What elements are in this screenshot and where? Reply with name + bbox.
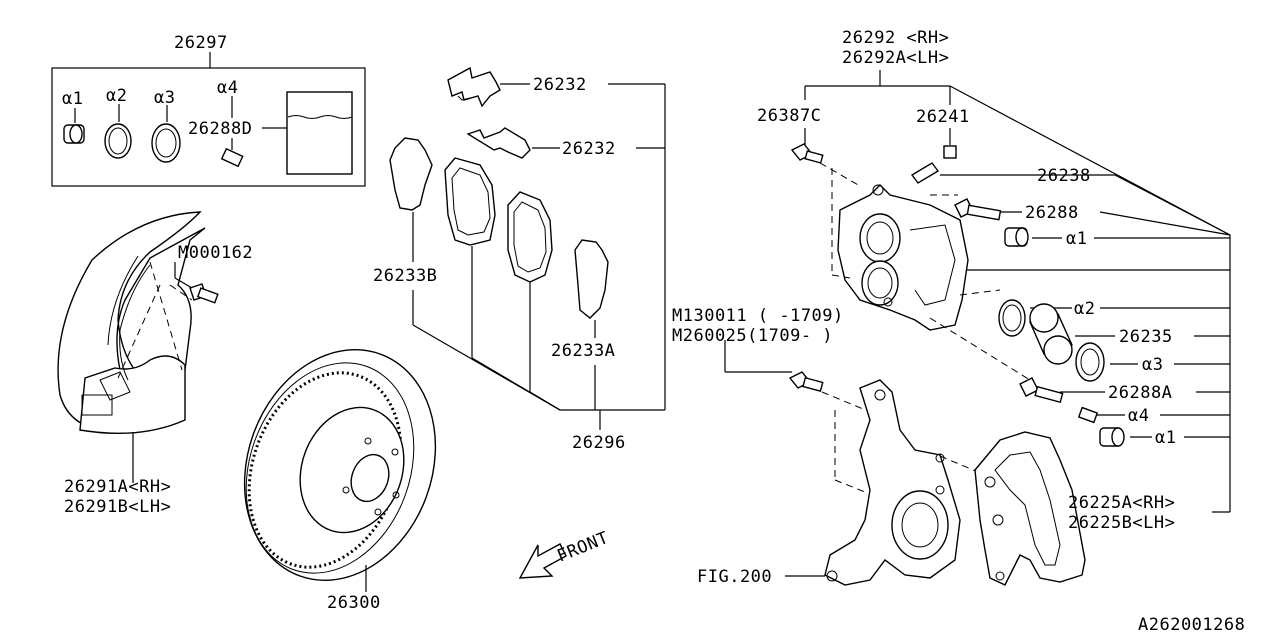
- label-26225a: 26225A<RH>: [1068, 493, 1175, 513]
- label-26291b: 26291B<LH>: [64, 497, 171, 517]
- label-26225b: 26225B<LH>: [1068, 513, 1175, 533]
- label-a2-kit: α2: [106, 86, 127, 106]
- front-arrow: [518, 543, 567, 579]
- caliper-support: [974, 431, 1086, 586]
- piston: [1029, 303, 1073, 365]
- pad-clips: [447, 66, 666, 410]
- label-m260025: M260025(1709- ): [672, 326, 833, 346]
- label-26238: 26238: [1037, 166, 1091, 186]
- support-bolt: [724, 340, 886, 419]
- label-26387c: 26387C: [757, 106, 821, 126]
- pin-kit-part: [220, 147, 244, 168]
- label-a2-r: α2: [1074, 299, 1095, 319]
- label-front: FRONT: [554, 528, 611, 567]
- label-fig200: FIG.200: [697, 567, 772, 587]
- label-26288: 26288: [1025, 203, 1079, 223]
- brake-pad-outer: [444, 157, 496, 358]
- label-26241: 26241: [916, 107, 970, 127]
- shield-bolt: [174, 262, 219, 304]
- label-26232-mid: 26232: [562, 139, 616, 159]
- label-26233b: 26233B: [373, 266, 437, 286]
- piston-seal: [998, 299, 1026, 337]
- pad-shim-outer: [389, 137, 433, 325]
- label-26300: 26300: [327, 593, 381, 613]
- piston-boot: [1075, 342, 1105, 382]
- label-26288d: 26288D: [188, 119, 252, 139]
- label-a3-r: α3: [1142, 355, 1163, 375]
- label-26233a: 26233A: [551, 341, 615, 361]
- label-a1-r1: α1: [1066, 229, 1087, 249]
- label-a4-r: α4: [1128, 406, 1149, 426]
- label-26297: 26297: [174, 33, 228, 53]
- label-a4-kit: α4: [217, 78, 238, 98]
- label-a1-r2: α1: [1155, 428, 1176, 448]
- brake-disc: [243, 349, 437, 592]
- bleeder-screw: [910, 145, 957, 184]
- label-m000162: M000162: [178, 243, 253, 263]
- label-a3-kit: α3: [154, 88, 175, 108]
- label-26292a: 26292A<LH>: [842, 48, 949, 68]
- label-26232-top: 26232: [533, 75, 587, 95]
- guide-pin: [954, 198, 1029, 247]
- label-26291a: 26291A<RH>: [64, 477, 171, 497]
- seal-kit-box: [51, 52, 366, 187]
- label-26235: 26235: [1119, 327, 1173, 347]
- label-26288a: 26288A: [1108, 383, 1172, 403]
- dust-shield: [57, 211, 206, 483]
- label-26292: 26292 <RH>: [842, 28, 949, 48]
- guide-pin-a: [1019, 377, 1125, 447]
- caliper-bolt: [790, 143, 824, 164]
- caliper-assembly-lines: [804, 70, 1231, 513]
- label-26296: 26296: [572, 433, 626, 453]
- grease-pack: [286, 91, 353, 175]
- steering-knuckle: [785, 379, 986, 586]
- pad-shim-inner: [574, 239, 609, 410]
- brake-pad-inner: [507, 191, 553, 392]
- caliper-body: [819, 162, 1031, 381]
- diagram-id: A262001268: [1138, 615, 1245, 635]
- label-a1-kit: α1: [62, 89, 83, 109]
- label-m130011: M130011 ( -1709): [672, 306, 844, 326]
